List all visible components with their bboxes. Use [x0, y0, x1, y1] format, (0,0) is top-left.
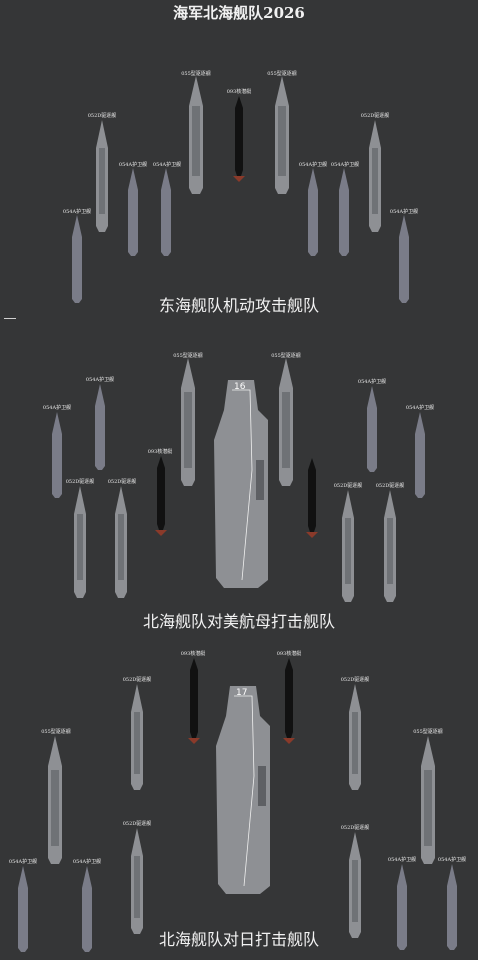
ship-label: 054A护卫舰	[152, 162, 182, 168]
ship-label: 054A护卫舰	[357, 379, 387, 385]
ship-label: 054A护卫舰	[298, 162, 328, 168]
carrier-hull-number: 16	[234, 382, 246, 392]
submarine-icon	[155, 456, 167, 536]
frigate-icon	[128, 168, 138, 256]
ship-label: 054A护卫舰	[72, 859, 102, 865]
submarine-icon	[188, 658, 200, 744]
ship-label: 054A护卫舰	[387, 857, 417, 863]
ship-label: 054A护卫舰	[405, 405, 435, 411]
ship-label: 055型驱逐舰	[413, 729, 443, 735]
destroyer-055-icon	[48, 736, 62, 864]
frigate-icon	[95, 384, 105, 470]
ship-label: 054A护卫舰	[437, 857, 467, 863]
aircraft-carrier-icon	[214, 380, 268, 588]
destroyer-052-icon	[342, 490, 354, 602]
ship-label: 052D驱逐舰	[122, 677, 152, 683]
aircraft-carrier-icon	[216, 686, 270, 894]
ship-label: 052D驱逐舰	[65, 479, 95, 485]
ship-label: 054A护卫舰	[85, 377, 115, 383]
main-title: 海军北海舰队2026	[173, 4, 305, 22]
ship-label: 054A护卫舰	[8, 859, 38, 865]
ship-label: 052D驱逐舰	[87, 113, 117, 119]
ship-label: 093核潜艇	[276, 651, 302, 657]
destroyer-055-icon	[421, 736, 435, 864]
frigate-icon	[161, 168, 171, 256]
ship-label: 093核潜艇	[180, 651, 206, 657]
frigate-icon	[82, 866, 92, 952]
carrier-hull-number: 17	[236, 688, 248, 698]
section-title: 北海舰队对美航母打击舰队	[142, 612, 335, 631]
ship-label: 052D驱逐舰	[122, 821, 152, 827]
submarine-icon	[283, 658, 295, 744]
destroyer-055-icon	[275, 76, 289, 194]
destroyer-052-icon	[96, 120, 108, 232]
ship-label: 093核潜艇	[147, 449, 173, 455]
ship-label: 052D驱逐舰	[340, 677, 370, 683]
ship-label: 054A护卫舰	[62, 209, 92, 215]
frigate-icon	[339, 168, 349, 256]
ship-label: 052D驱逐舰	[333, 483, 363, 489]
ship-label: 052D驱逐舰	[360, 113, 390, 119]
destroyer-052-icon	[74, 486, 86, 598]
destroyer-052-icon	[131, 684, 143, 790]
destroyer-052-icon	[384, 490, 396, 602]
ship-label: 052D驱逐舰	[107, 479, 137, 485]
section-title: 东海舰队机动攻击舰队	[158, 296, 319, 315]
ship-label: 055型驱逐舰	[267, 71, 297, 77]
frigate-icon	[72, 215, 82, 303]
destroyer-055-icon	[189, 76, 203, 194]
destroyer-052-icon	[349, 684, 361, 790]
ship-label: 054A护卫舰	[118, 162, 148, 168]
ship-label: 054A护卫舰	[330, 162, 360, 168]
destroyer-052-icon	[349, 832, 361, 938]
ship-label: 054A护卫舰	[389, 209, 419, 215]
divider	[4, 318, 16, 319]
frigate-icon	[52, 412, 62, 498]
submarine-icon	[306, 458, 318, 538]
frigate-icon	[308, 168, 318, 256]
destroyer-052-icon	[369, 120, 381, 232]
ship-label: 052D驱逐舰	[375, 483, 405, 489]
frigate-icon	[447, 864, 457, 950]
frigate-icon	[399, 215, 409, 303]
frigate-icon	[415, 412, 425, 498]
destroyer-052-icon	[131, 828, 143, 934]
ship-label: 054A护卫舰	[42, 405, 72, 411]
frigate-icon	[18, 866, 28, 952]
ship-label: 052D驱逐舰	[340, 825, 370, 831]
ship-label: 055型驱逐舰	[41, 729, 71, 735]
section-title: 北海舰队对日打击舰队	[158, 930, 319, 949]
destroyer-055-icon	[181, 358, 195, 486]
frigate-icon	[397, 864, 407, 950]
frigate-icon	[367, 386, 377, 472]
ship-label: 055型驱逐舰	[271, 353, 301, 359]
ship-label: 055型驱逐舰	[173, 353, 203, 359]
ship-label: 055型驱逐舰	[181, 71, 211, 77]
destroyer-055-icon	[279, 358, 293, 486]
ship-label: 093核潜艇	[226, 89, 252, 95]
destroyer-052-icon	[115, 486, 127, 598]
submarine-icon	[233, 96, 245, 182]
